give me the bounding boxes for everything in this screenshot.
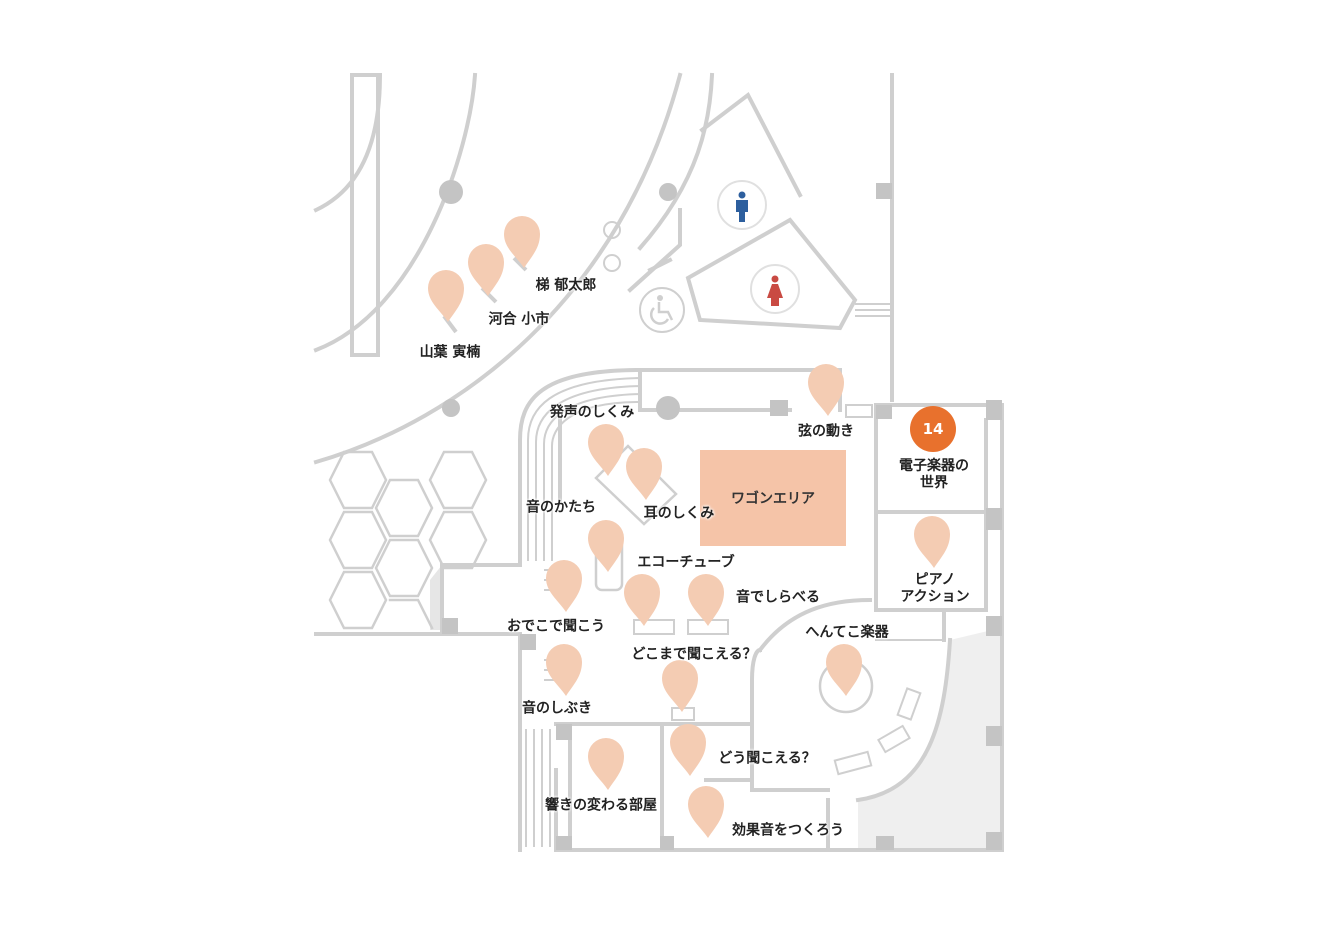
marker-echo[interactable] (588, 520, 624, 572)
marker-dokomade[interactable] (624, 574, 660, 626)
female-restroom-icon (750, 264, 800, 314)
label-dou: どう聞こえる？ (718, 750, 816, 767)
exhibit-number-badge[interactable]: 14 (910, 406, 956, 452)
wagon-area[interactable] (700, 450, 846, 546)
label-kawai: 河合 小市 (488, 311, 550, 328)
label-odeko: おでこで聞こう (507, 618, 605, 635)
marker-hentekko[interactable] (826, 644, 862, 696)
label-kouka: 効果音をつくろう (732, 822, 844, 839)
marker-shiraberu[interactable] (688, 574, 724, 626)
wheelchair-icon (639, 287, 685, 333)
marker-kouka[interactable] (688, 786, 724, 838)
wagon-area-label: ワゴンエリア (731, 491, 815, 507)
marker-piano[interactable] (914, 516, 950, 568)
marker-gen[interactable] (808, 364, 844, 416)
label-piano: ピアノ アクション (900, 572, 970, 605)
current-exhibit-label: 電子楽器の 世界 (899, 458, 969, 491)
marker-dou[interactable] (670, 724, 706, 776)
marker-hibiki[interactable] (588, 738, 624, 790)
floor-shade-2 (430, 565, 442, 630)
male-restroom-icon (717, 180, 767, 230)
label-katachi: 音のかたち (526, 499, 596, 516)
marker-booth[interactable] (662, 660, 698, 712)
marker-kawai[interactable] (468, 244, 504, 304)
label-hassei: 発声のしくみ (549, 404, 635, 421)
marker-mimi[interactable] (626, 448, 662, 500)
marker-shibuki[interactable] (546, 644, 582, 696)
marker-yamaha[interactable] (428, 270, 464, 334)
label-gen: 弦の動き (798, 423, 854, 440)
label-shiraberu: 音でしらべる (736, 589, 820, 606)
label-echo: エコーチューブ (637, 554, 735, 571)
marker-hassei[interactable] (588, 424, 624, 476)
label-dokomade: どこまで聞こえる？ (631, 646, 757, 663)
marker-kakehashi[interactable] (504, 216, 540, 272)
marker-odeko[interactable] (546, 560, 582, 612)
label-mimi: 耳のしくみ (643, 505, 715, 522)
label-hentekko: へんてこ楽器 (805, 624, 889, 641)
label-yamaha: 山葉 寅楠 (419, 344, 481, 361)
label-shibuki: 音のしぶき (522, 700, 592, 717)
label-hibiki: 響きの変わる部屋 (545, 797, 657, 814)
floor-shade (858, 630, 1000, 850)
label-kakehashi: 梯 郁太郎 (535, 277, 597, 294)
